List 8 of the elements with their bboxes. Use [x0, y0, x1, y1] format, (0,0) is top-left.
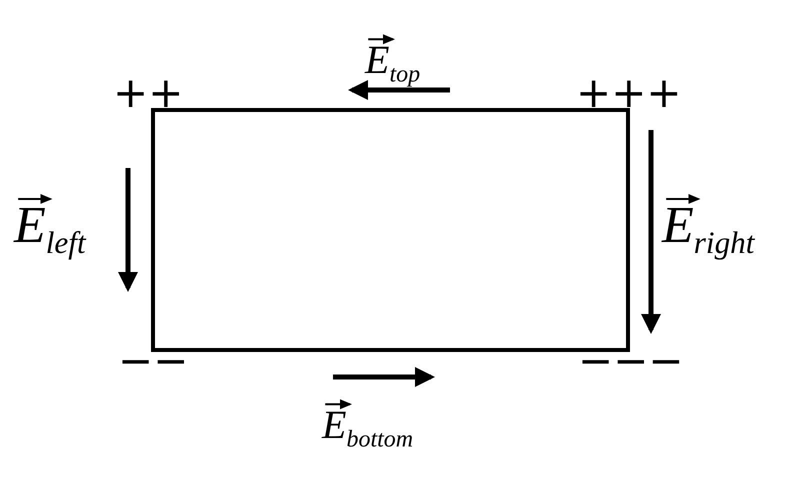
- charge-sign: −−−: [578, 340, 684, 382]
- field-symbol: E$_{bottom}$: [322, 405, 414, 452]
- charge-sign: −−: [118, 340, 188, 382]
- field-symbol: E$_{right}$: [662, 200, 754, 258]
- field-symbol: E$_{left}$: [14, 200, 86, 258]
- charge-sign: ++: [113, 72, 184, 114]
- field-symbol: E$_{top}$: [365, 40, 420, 86]
- charge-sign: +++: [576, 72, 682, 114]
